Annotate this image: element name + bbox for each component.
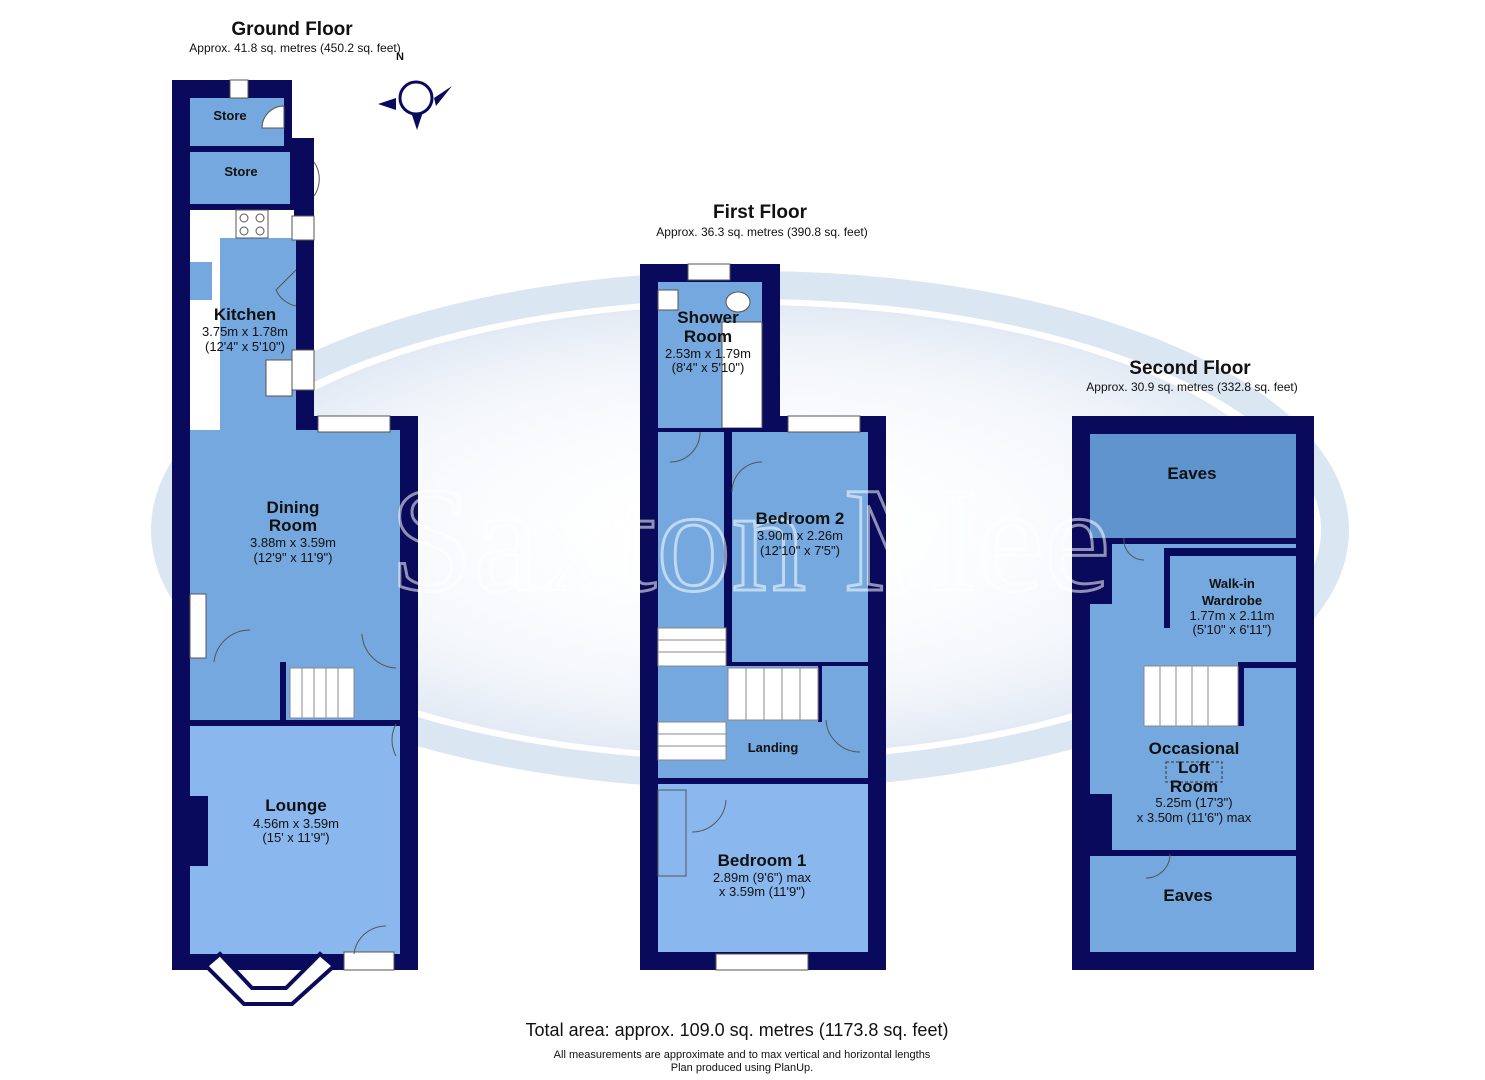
ground-floor-title: Ground Floor: [231, 19, 353, 40]
dining-room-dim-ft: (12'9" x 11'9"): [254, 550, 333, 565]
ground-floor-area: Approx. 41.8 sq. metres (450.2 sq. feet): [189, 41, 400, 55]
lounge-label: Lounge: [265, 796, 326, 815]
landing-label: Landing: [748, 740, 799, 755]
total-area: Total area: approx. 109.0 sq. metres (11…: [526, 1020, 949, 1040]
wardrobe-dim-m: 1.77m x 2.11m: [1189, 608, 1274, 623]
store-2-label: Store: [224, 164, 257, 179]
first-floor-title: First Floor: [713, 202, 808, 223]
eaves-top-label: Eaves: [1167, 464, 1216, 483]
shower-room-label-2: Room: [684, 327, 732, 346]
loft-room-dim-1: 5.25m (17'3"): [1155, 795, 1232, 810]
dining-room-label-1: Dining: [267, 498, 320, 517]
second-floor-title: Second Floor: [1129, 358, 1251, 379]
shower-room-dim-ft: (8'4" x 5'10"): [672, 360, 745, 375]
bedroom-2-label: Bedroom 2: [756, 509, 845, 528]
compass-icon: N: [378, 51, 452, 130]
watermark-text: Saxton Mee: [390, 457, 1111, 623]
compass-north-label: N: [396, 51, 404, 63]
loft-room-label-3: Room: [1170, 777, 1218, 796]
measurement-note: All measurements are approximate and to …: [554, 1049, 931, 1061]
eaves-bottom-label: Eaves: [1163, 886, 1212, 905]
wardrobe-label-1: Walk-in: [1209, 576, 1255, 591]
bedroom-1-label: Bedroom 1: [718, 851, 807, 870]
bedroom-1-dim-2: x 3.59m (11'9"): [719, 884, 805, 899]
first-floor-area: Approx. 36.3 sq. metres (390.8 sq. feet): [656, 225, 867, 239]
bedroom-2-dim-m: 3.90m x 2.26m: [757, 528, 843, 543]
dining-room-dim-m: 3.88m x 3.59m: [250, 535, 336, 550]
kitchen-label: Kitchen: [214, 305, 276, 324]
second-floor-plan: [1072, 416, 1314, 970]
bedroom-2-dim-ft: (12'10" x 7'5"): [760, 543, 840, 558]
loft-room-label-1: Occasional: [1149, 739, 1240, 758]
wardrobe-label-2: Wardrobe: [1202, 593, 1262, 608]
bedroom-1-dim-1: 2.89m (9'6") max: [713, 870, 812, 885]
first-floor-plan: [640, 263, 886, 971]
shower-room-label-1: Shower: [677, 308, 739, 327]
kitchen-dim-m: 3.75m x 1.78m: [202, 324, 288, 339]
ground-floor-plan: [172, 79, 418, 1006]
wardrobe-dim-ft: (5'10" x 6'11"): [1193, 622, 1272, 637]
kitchen-dim-ft: (12'4" x 5'10"): [205, 339, 285, 354]
second-floor-area: Approx. 30.9 sq. metres (332.8 sq. feet): [1086, 380, 1297, 394]
shower-room-dim-m: 2.53m x 1.79m: [665, 346, 751, 361]
lounge-dim-m: 4.56m x 3.59m: [253, 816, 339, 831]
loft-room-dim-2: x 3.50m (11'6") max: [1137, 810, 1252, 825]
lounge-dim-ft: (15' x 11'9"): [262, 830, 329, 845]
loft-room-label-2: Loft: [1178, 758, 1210, 777]
planup-credit: Plan produced using PlanUp.: [671, 1062, 813, 1074]
dining-room-label-2: Room: [269, 516, 317, 535]
store-1-label: Store: [213, 108, 246, 123]
